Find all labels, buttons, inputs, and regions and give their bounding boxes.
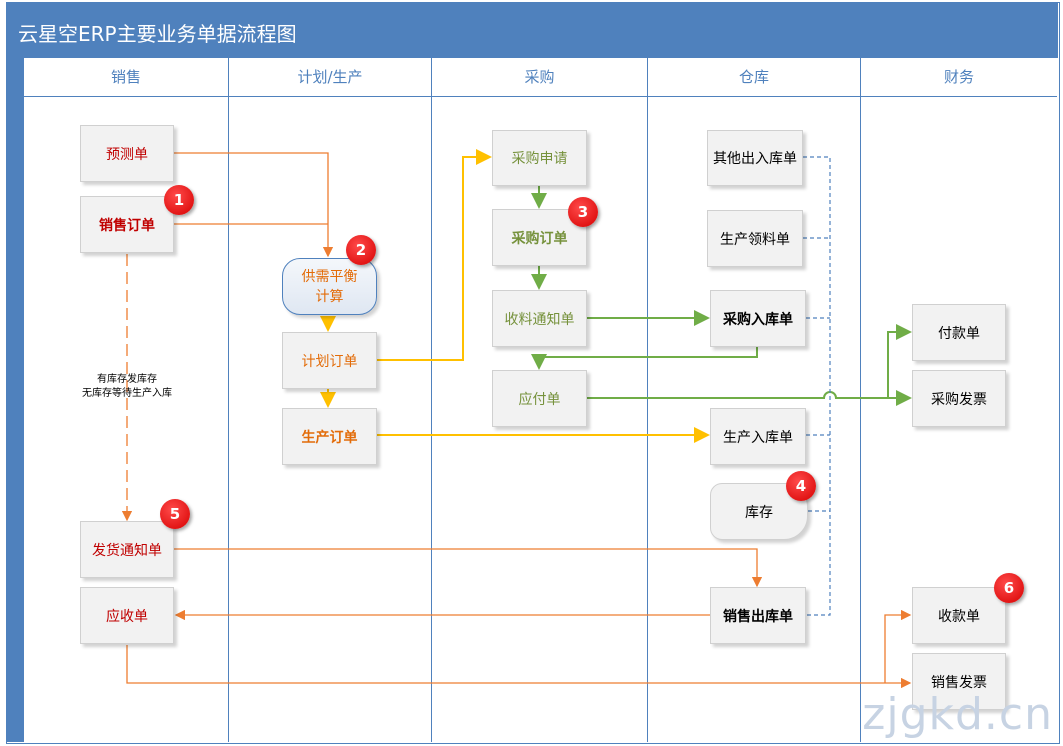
arrow-delivery-to-salesout [174,548,763,588]
node-delivery-notice[interactable]: 发货通知单 [80,521,174,578]
watermark: zjgkd.cn [862,689,1053,740]
step-badge: 3 [568,197,598,227]
dashed-stock-link [803,156,831,616]
lane-header-sales: 销售 [24,58,228,97]
node-payment[interactable]: 付款单 [912,304,1006,361]
arrow-receivable-to-invoice [126,645,912,689]
node-receipt-notice[interactable]: 收料通知单 [492,290,587,347]
lane-divider [860,58,861,742]
step-badge: 6 [994,573,1024,603]
arrow-receivable-to-receipt [884,609,912,683]
node-supply-demand[interactable]: 供需平衡 计算 [282,258,377,315]
node-receivable[interactable]: 应收单 [80,587,174,644]
lane-header-production: 计划/生产 [229,58,431,97]
diagram-title: 云星空ERP主要业务单据流程图 [18,22,297,46]
arrow-payable-to-invoice [587,390,912,406]
node-sales-out[interactable]: 销售出库单 [710,587,806,644]
node-purchase-invoice[interactable]: 采购发票 [912,370,1006,427]
node-receipt[interactable]: 收款单 [912,587,1006,644]
node-purchase-request[interactable]: 采购申请 [492,130,587,186]
arrow-purchasein-to-payable [531,347,758,370]
lane-header-warehouse: 仓库 [648,58,860,97]
stock-note-line1: 有库存发库存 [97,374,157,385]
node-payable[interactable]: 应付单 [492,370,587,427]
lane-header-finance: 财务 [861,58,1057,97]
node-forecast[interactable]: 预测单 [80,125,174,182]
node-production-in[interactable]: 生产入库单 [710,408,806,465]
step-badge: 1 [164,185,194,215]
arrow-payable-to-payment [887,324,912,398]
stock-note: 有库存发库存 无库存等待生产入库 [70,373,184,401]
arrow-plan-to-request [377,149,492,361]
left-strip [6,58,24,742]
lane-divider [647,58,648,742]
step-badge: 5 [160,499,190,529]
node-plan-order[interactable]: 计划订单 [282,332,377,389]
node-production-order[interactable]: 生产订单 [282,408,377,465]
node-other-io[interactable]: 其他出入库单 [707,130,803,186]
stock-note-line2: 无库存等待生产入库 [82,388,172,399]
lane-divider [228,58,229,742]
lane-header-purchase: 采购 [432,58,647,97]
step-badge: 4 [786,471,816,501]
arrow-forecast-to-balance [174,152,334,258]
step-badge: 2 [346,235,376,265]
title-bar: 云星空ERP主要业务单据流程图 [6,2,1058,58]
node-sales-order[interactable]: 销售订单 [80,196,174,253]
node-purchase-in[interactable]: 采购入库单 [710,290,806,347]
node-sales-invoice[interactable]: 销售发票 [912,653,1006,710]
node-material-pick[interactable]: 生产领料单 [707,210,803,267]
lane-divider [431,58,432,742]
